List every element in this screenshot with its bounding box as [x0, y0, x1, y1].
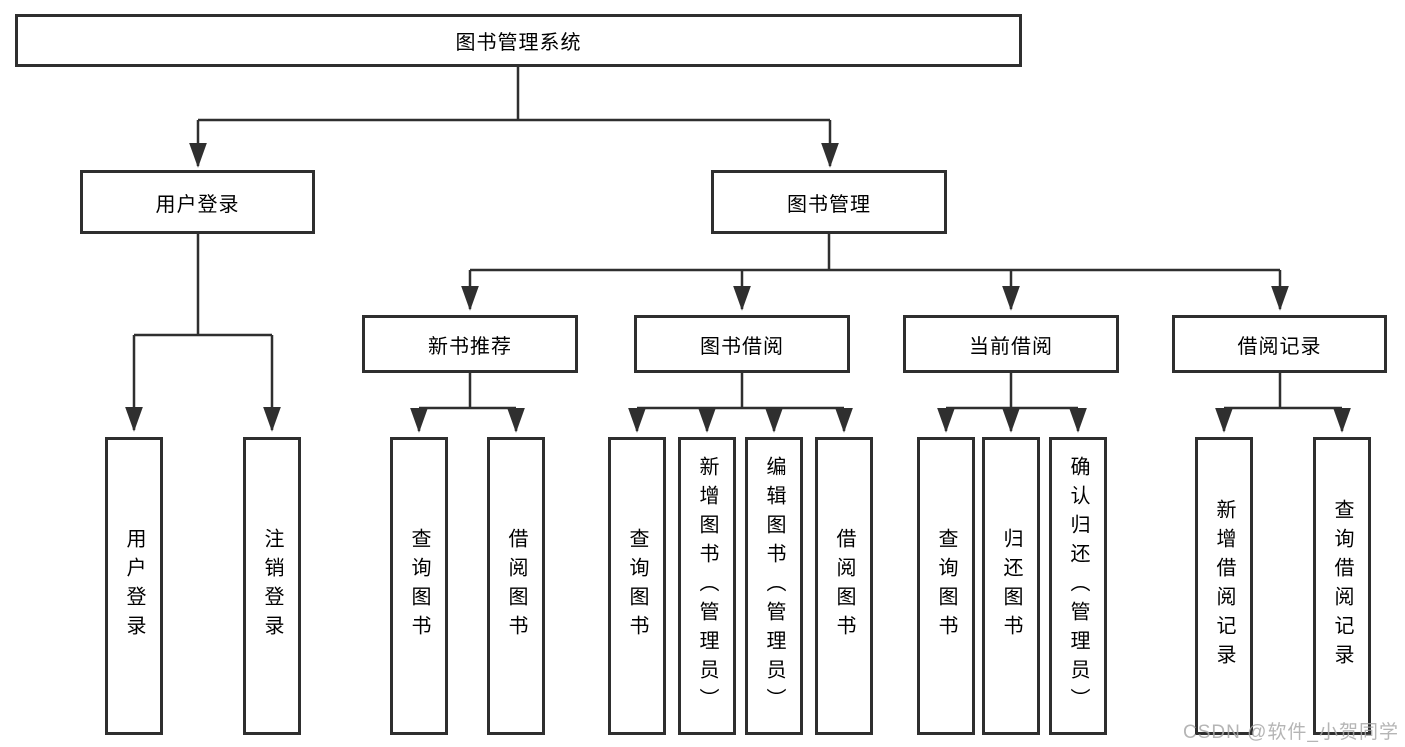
leaf-borrow-books-newbook: 借阅图书 [487, 437, 545, 735]
csdn-watermark: CSDN @软件_小贺同学 [1183, 722, 1399, 743]
node-borrow-records: 借阅记录 [1172, 315, 1387, 373]
leaf-confirm-return-admin-label: 确认归还（管理员） [1067, 455, 1089, 717]
node-borrow-records-label: 借阅记录 [1237, 335, 1322, 358]
leaf-logout-label: 注销登录 [261, 528, 283, 644]
leaf-query-borrow-record: 查询借阅记录 [1313, 437, 1371, 735]
node-book-borrow-label: 图书借阅 [700, 335, 784, 358]
leaf-borrow-books-newbook-label: 借阅图书 [505, 528, 527, 644]
leaf-query-borrow-record-label: 查询借阅记录 [1331, 499, 1353, 673]
node-current-borrow-label: 当前借阅 [969, 335, 1053, 358]
leaf-query-books-newbook-label: 查询图书 [408, 528, 430, 644]
leaf-query-books-current: 查询图书 [917, 437, 975, 735]
leaf-edit-books-admin: 编辑图书（管理员） [745, 437, 803, 735]
leaf-confirm-return-admin: 确认归还（管理员） [1049, 437, 1107, 735]
node-user-login-label: 用户登录 [155, 193, 240, 216]
leaf-add-borrow-record: 新增借阅记录 [1195, 437, 1253, 735]
node-book-borrow: 图书借阅 [634, 315, 850, 373]
node-root-system: 图书管理系统 [15, 14, 1022, 67]
leaf-query-books-current-label: 查询图书 [935, 528, 957, 644]
leaf-add-books-admin: 新增图书（管理员） [678, 437, 736, 735]
leaf-query-books-newbook: 查询图书 [390, 437, 448, 735]
node-root-label: 图书管理系统 [455, 32, 582, 54]
node-new-book-recommend: 新书推荐 [362, 315, 578, 373]
node-current-borrow: 当前借阅 [903, 315, 1119, 373]
leaf-logout: 注销登录 [243, 437, 301, 735]
leaf-query-books-borrow: 查询图书 [608, 437, 666, 735]
node-book-management: 图书管理 [711, 170, 947, 234]
leaf-query-books-borrow-label: 查询图书 [626, 528, 648, 644]
node-user-login: 用户登录 [80, 170, 315, 234]
leaf-borrow-books-label: 借阅图书 [833, 528, 855, 644]
leaf-return-books-label: 归还图书 [1000, 528, 1022, 644]
node-book-management-label: 图书管理 [787, 193, 871, 216]
leaf-add-borrow-record-label: 新增借阅记录 [1213, 499, 1235, 673]
leaf-user-login-label: 用户登录 [123, 528, 145, 644]
leaf-user-login: 用户登录 [105, 437, 163, 735]
leaf-edit-books-admin-label: 编辑图书（管理员） [763, 455, 785, 717]
leaf-borrow-books: 借阅图书 [815, 437, 873, 735]
node-new-book-recommend-label: 新书推荐 [428, 335, 512, 358]
leaf-add-books-admin-label: 新增图书（管理员） [696, 455, 718, 717]
leaf-return-books: 归还图书 [982, 437, 1040, 735]
